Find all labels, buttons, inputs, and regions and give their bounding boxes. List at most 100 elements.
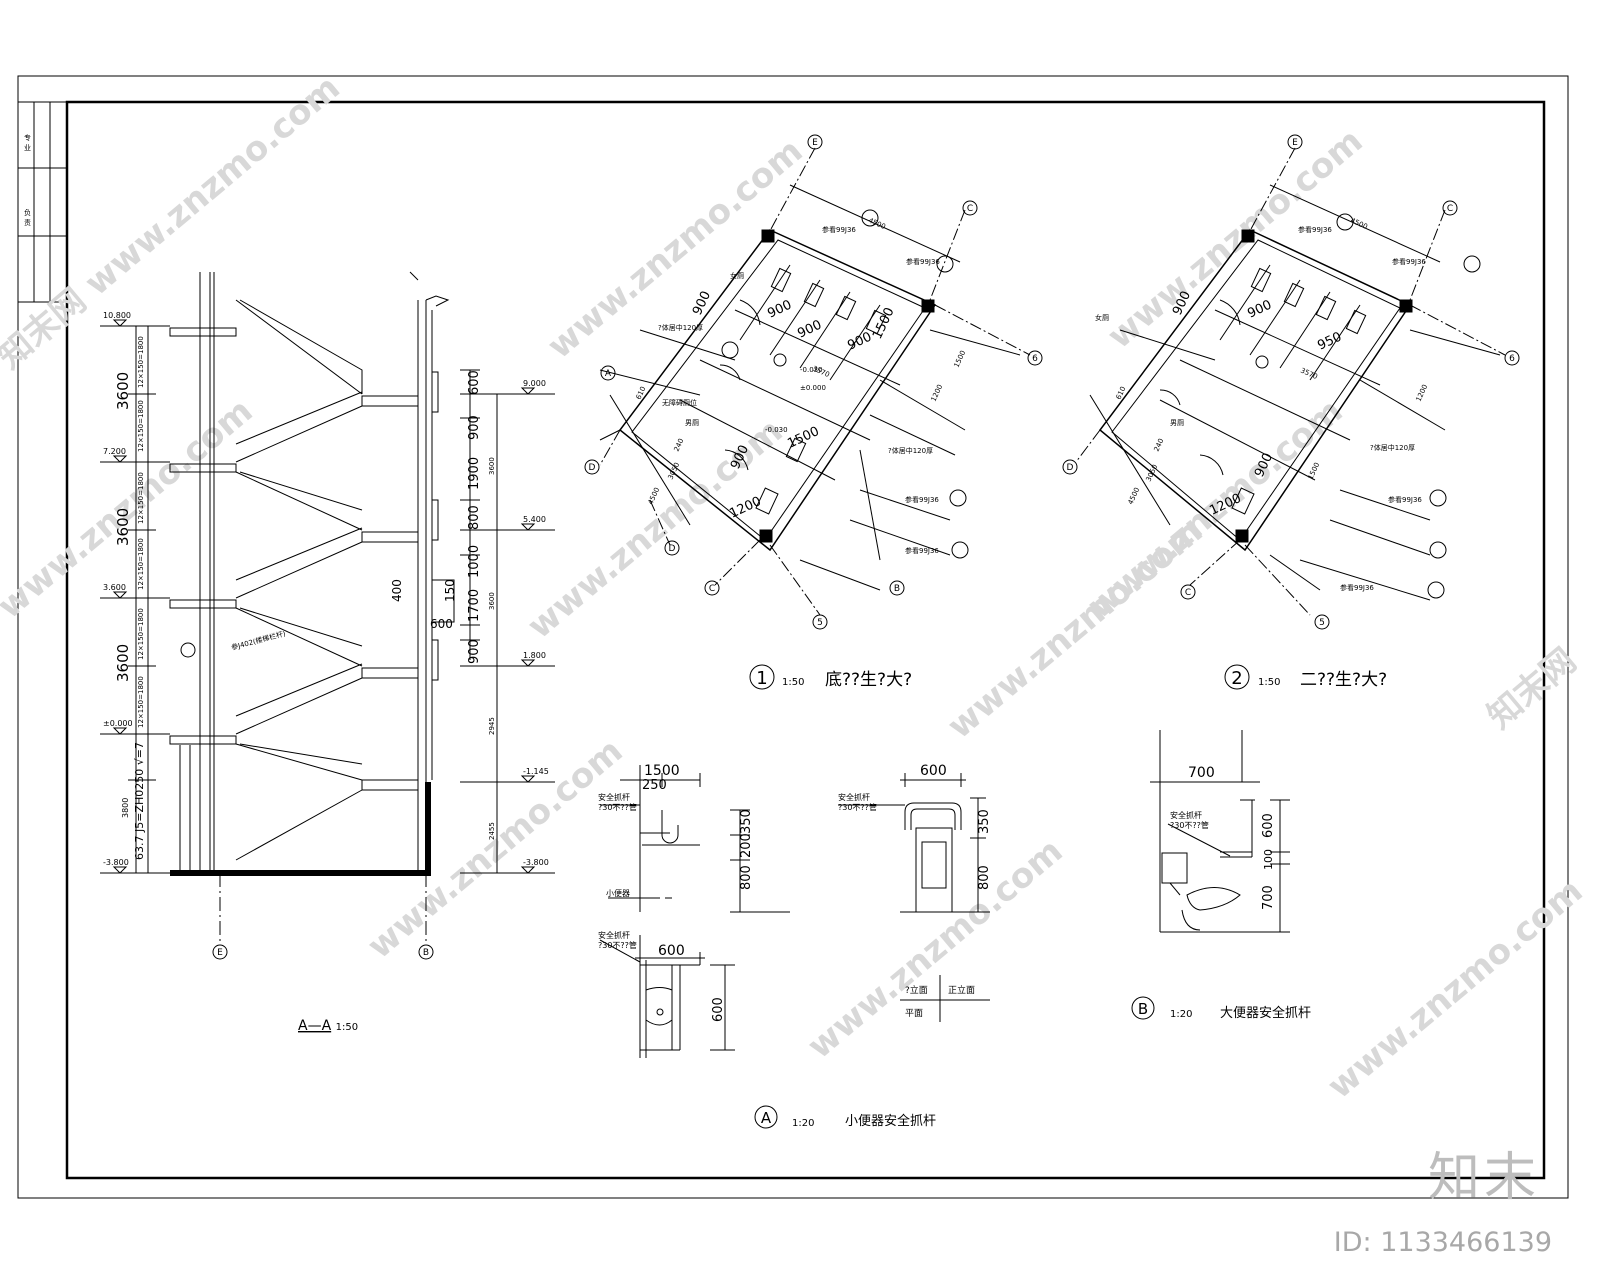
urinal-label: 小便器	[606, 888, 630, 898]
dim-label: 150	[443, 579, 457, 602]
detail-b	[1150, 730, 1290, 933]
legend-label: 正立面	[948, 984, 975, 996]
legend-label: 平面	[905, 1008, 923, 1019]
dim-label: 240	[1153, 437, 1166, 453]
plan-2-caption: 2 1:50 二??生?大?	[1224, 664, 1387, 690]
svg-text:B: B	[1138, 1000, 1148, 1018]
step-label: 12×150=1800	[137, 676, 145, 728]
dim-label: 3570	[1299, 367, 1319, 382]
dim-label: 600	[467, 370, 482, 395]
dim-label: 3800	[121, 798, 130, 818]
plan-note: 女厕	[730, 271, 744, 280]
plan-note: -0.030	[800, 366, 823, 374]
title-block-text: 业	[24, 143, 31, 152]
dim-label: 3050	[1145, 463, 1160, 483]
stair-note: 参J402(楼梯栏杆)	[230, 629, 287, 652]
axis-label: E	[812, 138, 818, 148]
axis-label: D	[1067, 463, 1074, 473]
detail-a	[599, 765, 990, 1058]
svg-text:www.znzmo.com: www.znzmo.com	[800, 831, 1070, 1067]
svg-text:www.znzmo.com: www.znzmo.com	[360, 731, 630, 967]
plan-note: 男厕	[685, 419, 699, 427]
rail-note: ?30不??管	[1170, 820, 1209, 830]
plan-title: 二??生?大?	[1300, 670, 1387, 690]
dim-label: 3570	[811, 365, 831, 380]
dim-label: 350	[977, 809, 992, 834]
plan-note: 参看99J36	[1388, 495, 1422, 504]
rail-note: ?30不??管	[598, 802, 637, 812]
plan-note: ±0.000	[800, 384, 826, 392]
step-label: 12×150=1800	[137, 472, 145, 524]
svg-text:A: A	[761, 1109, 772, 1127]
plan-note: 参看99J36	[1298, 225, 1332, 234]
detail-scale: 1:20	[1170, 1009, 1192, 1020]
dim-label: 1500	[644, 763, 680, 779]
dim-label: 3600	[114, 372, 132, 410]
dim-label: 900	[690, 289, 714, 318]
plan-note: -0.030	[765, 426, 788, 434]
level-label: -3.800	[103, 858, 129, 867]
dim-label: 600	[658, 943, 685, 959]
svg-text:2: 2	[1231, 668, 1242, 689]
dim-label: 700	[1188, 765, 1215, 781]
axis-bubbles	[180, 642, 434, 960]
rail-note: ?30不??管	[598, 940, 637, 950]
plan-2	[1062, 134, 1520, 630]
title-block-text: 负	[24, 208, 31, 217]
dim-label: 3600	[114, 508, 132, 546]
inner-frame	[65, 100, 1546, 1180]
title-block-text: 专	[24, 133, 31, 142]
dim-label: 400	[390, 579, 404, 602]
svg-text:www.znzmo.com: www.znzmo.com	[1320, 871, 1590, 1107]
detail-scale: 1:20	[792, 1118, 814, 1129]
dim-label: 3600	[488, 457, 496, 475]
plan-note: 女厕	[1095, 313, 1109, 322]
plan-note: 参看99J36	[822, 225, 856, 234]
vertical-note: 63.7 J5=ZH0250 √=7	[133, 742, 146, 860]
axis-label: C	[1185, 588, 1191, 598]
axis-label: 5	[1319, 618, 1325, 628]
dim-label: 1200	[727, 494, 763, 522]
level-label: -1.145	[523, 767, 549, 776]
dim-label: 1500	[1307, 461, 1322, 481]
level-label: -3.800	[523, 858, 549, 867]
axis-label: D	[669, 544, 676, 554]
dim-label: 800	[467, 505, 482, 530]
dim-label: 1200	[930, 383, 945, 403]
step-label: 12×150=1800	[137, 400, 145, 452]
title-block-text: 责	[24, 218, 31, 227]
rail-note: ?30不??管	[838, 802, 877, 812]
dim-label: 600	[920, 763, 947, 779]
axis-label: 5	[817, 618, 823, 628]
step-label: 12×150=1800	[137, 538, 145, 590]
rail-label: 安全抓杆	[838, 792, 870, 802]
outer-frame	[17, 75, 1569, 1199]
rail-label: 安全抓杆	[598, 930, 630, 940]
plan-note: 参看99J36	[905, 546, 939, 555]
axis-label: E	[1292, 138, 1298, 148]
axis-label: 6	[1032, 354, 1038, 364]
plan-note: 参看99J36	[905, 495, 939, 504]
detail-title: 小便器安全抓杆	[845, 1113, 936, 1129]
plan-scale: 1:50	[782, 677, 804, 688]
level-markers	[112, 319, 536, 874]
dim-label: 600	[1261, 813, 1276, 838]
dim-label: 1900	[467, 457, 482, 490]
section-a-a	[100, 271, 555, 945]
level-label: 9.000	[523, 379, 546, 388]
detail-title: 大便器安全抓杆	[1220, 1005, 1311, 1021]
dim-label: 2455	[488, 822, 496, 840]
dim-label: 900	[467, 639, 482, 664]
level-label: 5.400	[523, 515, 546, 524]
plan-1	[584, 134, 1043, 630]
svg-text:www.znzmo.com: www.znzmo.com	[1100, 121, 1370, 357]
plan-note: 参看99J36	[906, 257, 940, 266]
step-label: 12×150=1800	[137, 336, 145, 388]
dim-label: 1500	[953, 349, 968, 369]
dim-label: 250	[642, 778, 667, 793]
axis-label: C	[709, 584, 715, 594]
plan-note: ?体居中120厚	[1370, 443, 1415, 452]
title-block	[17, 101, 68, 303]
axis-label: B	[423, 948, 429, 958]
level-label: ±0.000	[103, 719, 133, 728]
